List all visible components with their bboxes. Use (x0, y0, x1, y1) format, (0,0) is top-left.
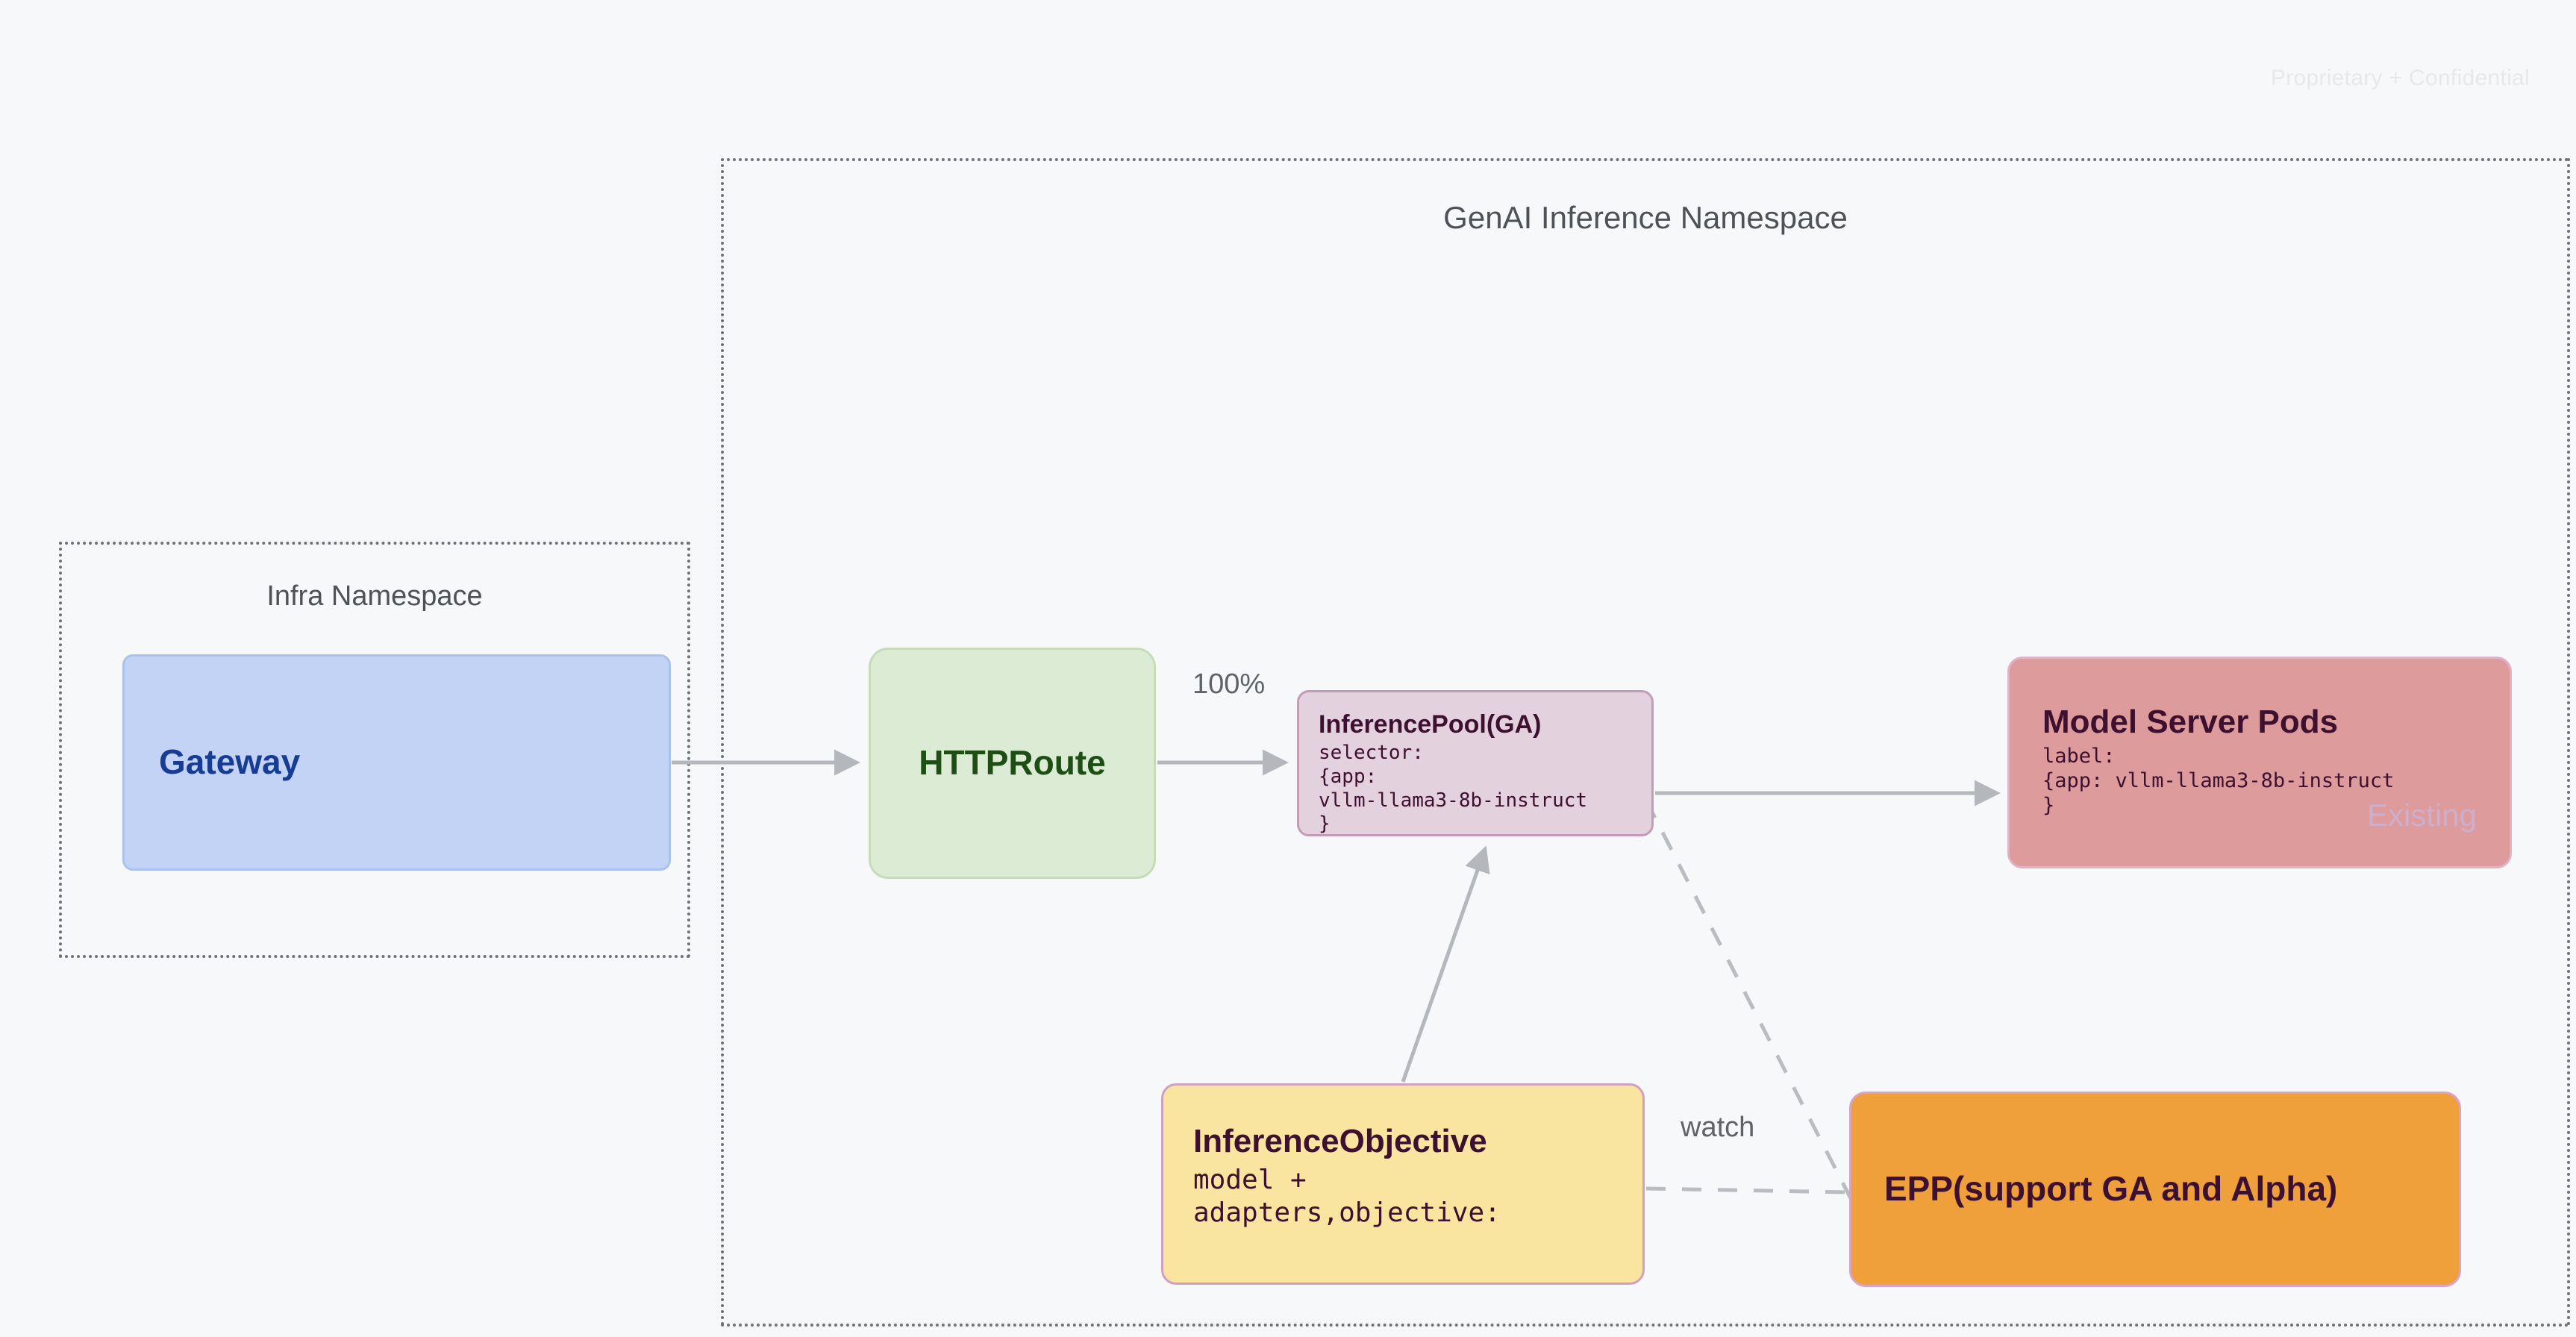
node-inferencepool-title: InferencePool(GA) (1319, 710, 1542, 739)
node-model-server-pods-label: label: {app: vllm-llama3-8b-instruct } (2042, 745, 2395, 818)
node-inference-objective-spec: model + adapters,objective: (1193, 1165, 1501, 1229)
node-gateway[interactable]: Gateway (122, 654, 671, 871)
node-model-server-pods-title: Model Server Pods (2042, 704, 2339, 740)
node-epp-title: EPP(support GA and Alpha) (1884, 1169, 2338, 1209)
node-httproute[interactable]: HTTPRoute (869, 648, 1156, 879)
node-httproute-title: HTTPRoute (919, 743, 1106, 783)
node-inferencepool[interactable]: InferencePool(GA) selector: {app: vllm-l… (1297, 690, 1654, 836)
node-inferencepool-selector: selector: {app: vllm-llama3-8b-instruct … (1319, 742, 1588, 836)
namespace-genai-title: GenAI Inference Namespace (1443, 200, 1848, 235)
namespace-infra-title: Infra Namespace (266, 580, 483, 612)
node-epp[interactable]: EPP(support GA and Alpha) (1849, 1092, 2461, 1287)
namespace-infra: Infra Namespace (59, 542, 690, 958)
confidentiality-watermark: Proprietary + Confidential (2270, 66, 2530, 90)
edge-label-watch: watch (1681, 1112, 1755, 1143)
namespace-genai-inference: GenAI Inference Namespace (721, 158, 2570, 1327)
node-inference-objective[interactable]: InferenceObjective model + adapters,obje… (1161, 1083, 1645, 1285)
existing-badge: Existing (2366, 798, 2477, 833)
edge-label-traffic-percent: 100% (1192, 668, 1266, 700)
node-inference-objective-title: InferenceObjective (1193, 1123, 1487, 1159)
node-model-server-pods[interactable]: Model Server Pods label: {app: vllm-llam… (2007, 657, 2512, 868)
node-gateway-title: Gateway (159, 742, 301, 782)
